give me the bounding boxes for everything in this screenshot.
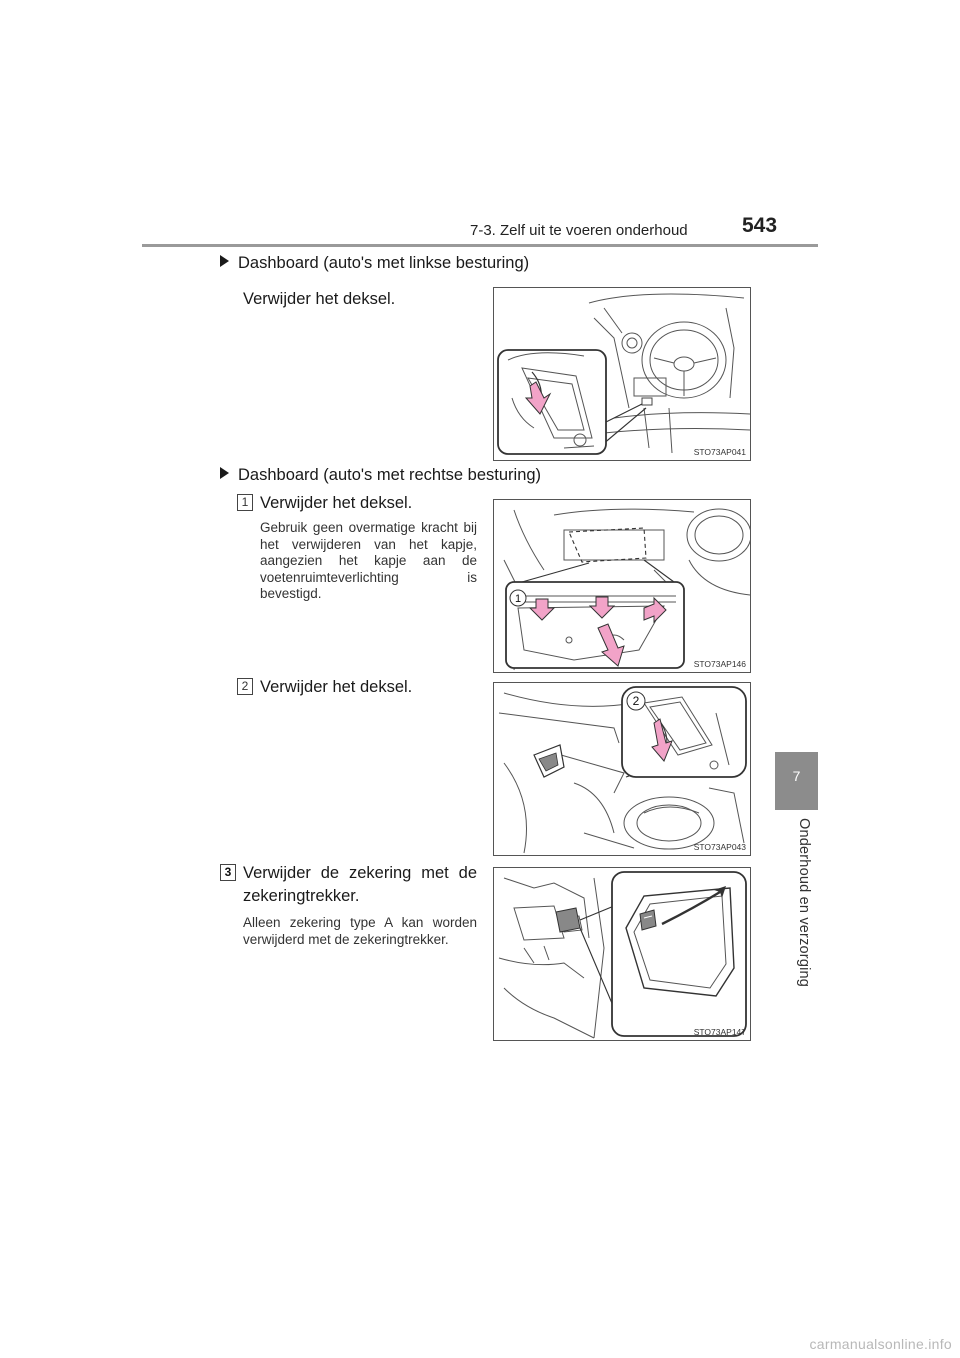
step-1-note: Gebruik geen overmatige kracht bij het v… xyxy=(260,520,477,601)
lhd-instruction: Verwijder het deksel. xyxy=(243,290,396,308)
step-number-2: 2 xyxy=(237,678,253,695)
section-title: 7-3. Zelf uit te voeren onderhoud xyxy=(470,222,688,239)
lhd-heading-text: Dashboard (auto's met linkse besturing) xyxy=(238,254,530,272)
rhd-second-cover-drawing: 2 xyxy=(498,686,747,854)
step-3-text: Verwijder de zekering met de zekeringtre… xyxy=(243,864,477,905)
lhd-heading: Dashboard (auto's met linkse besturing) xyxy=(220,254,529,273)
figure-code: STO73AP043 xyxy=(693,842,746,852)
figure-rhd-cover: 1 STO73AP146 xyxy=(493,499,751,673)
figure-callout-2: 2 xyxy=(633,694,640,708)
step-number-1: 1 xyxy=(237,494,253,511)
figure-code: STO73AP041 xyxy=(693,447,746,457)
rhd-cover-drawing: 1 xyxy=(503,508,750,671)
step-3-note: Alleen zekering type A kan worden verwij… xyxy=(243,915,477,947)
fuse-puller-drawing xyxy=(498,871,747,1039)
triangle-bullet-icon xyxy=(220,467,229,479)
chapter-label: Onderhoud en verzorging xyxy=(796,818,812,988)
figure-fuse-puller: STO73AP147 xyxy=(493,867,751,1041)
figure-lhd-dashboard: STO73AP041 xyxy=(493,287,751,461)
rhd-heading-text: Dashboard (auto's met rechtse besturing) xyxy=(238,466,542,484)
watermark: carmanualsonline.info xyxy=(809,1336,952,1352)
page-number: 543 xyxy=(742,214,778,237)
figure-code: STO73AP147 xyxy=(693,1027,746,1037)
figure-callout-1: 1 xyxy=(515,593,521,605)
chapter-tab xyxy=(775,752,818,810)
figure-code: STO73AP146 xyxy=(693,659,746,669)
triangle-bullet-icon xyxy=(220,255,229,267)
rhd-heading: Dashboard (auto's met rechtse besturing) xyxy=(220,466,541,485)
chapter-number: 7 xyxy=(792,768,801,784)
step-2-text: Verwijder het deksel. xyxy=(260,678,413,696)
header-rule xyxy=(142,244,818,247)
figure-rhd-second-cover: 2 STO73AP043 xyxy=(493,682,751,856)
step-number-3: 3 xyxy=(220,864,236,881)
lhd-dashboard-drawing xyxy=(497,293,750,455)
step-1-text: Verwijder het deksel. xyxy=(260,494,413,512)
